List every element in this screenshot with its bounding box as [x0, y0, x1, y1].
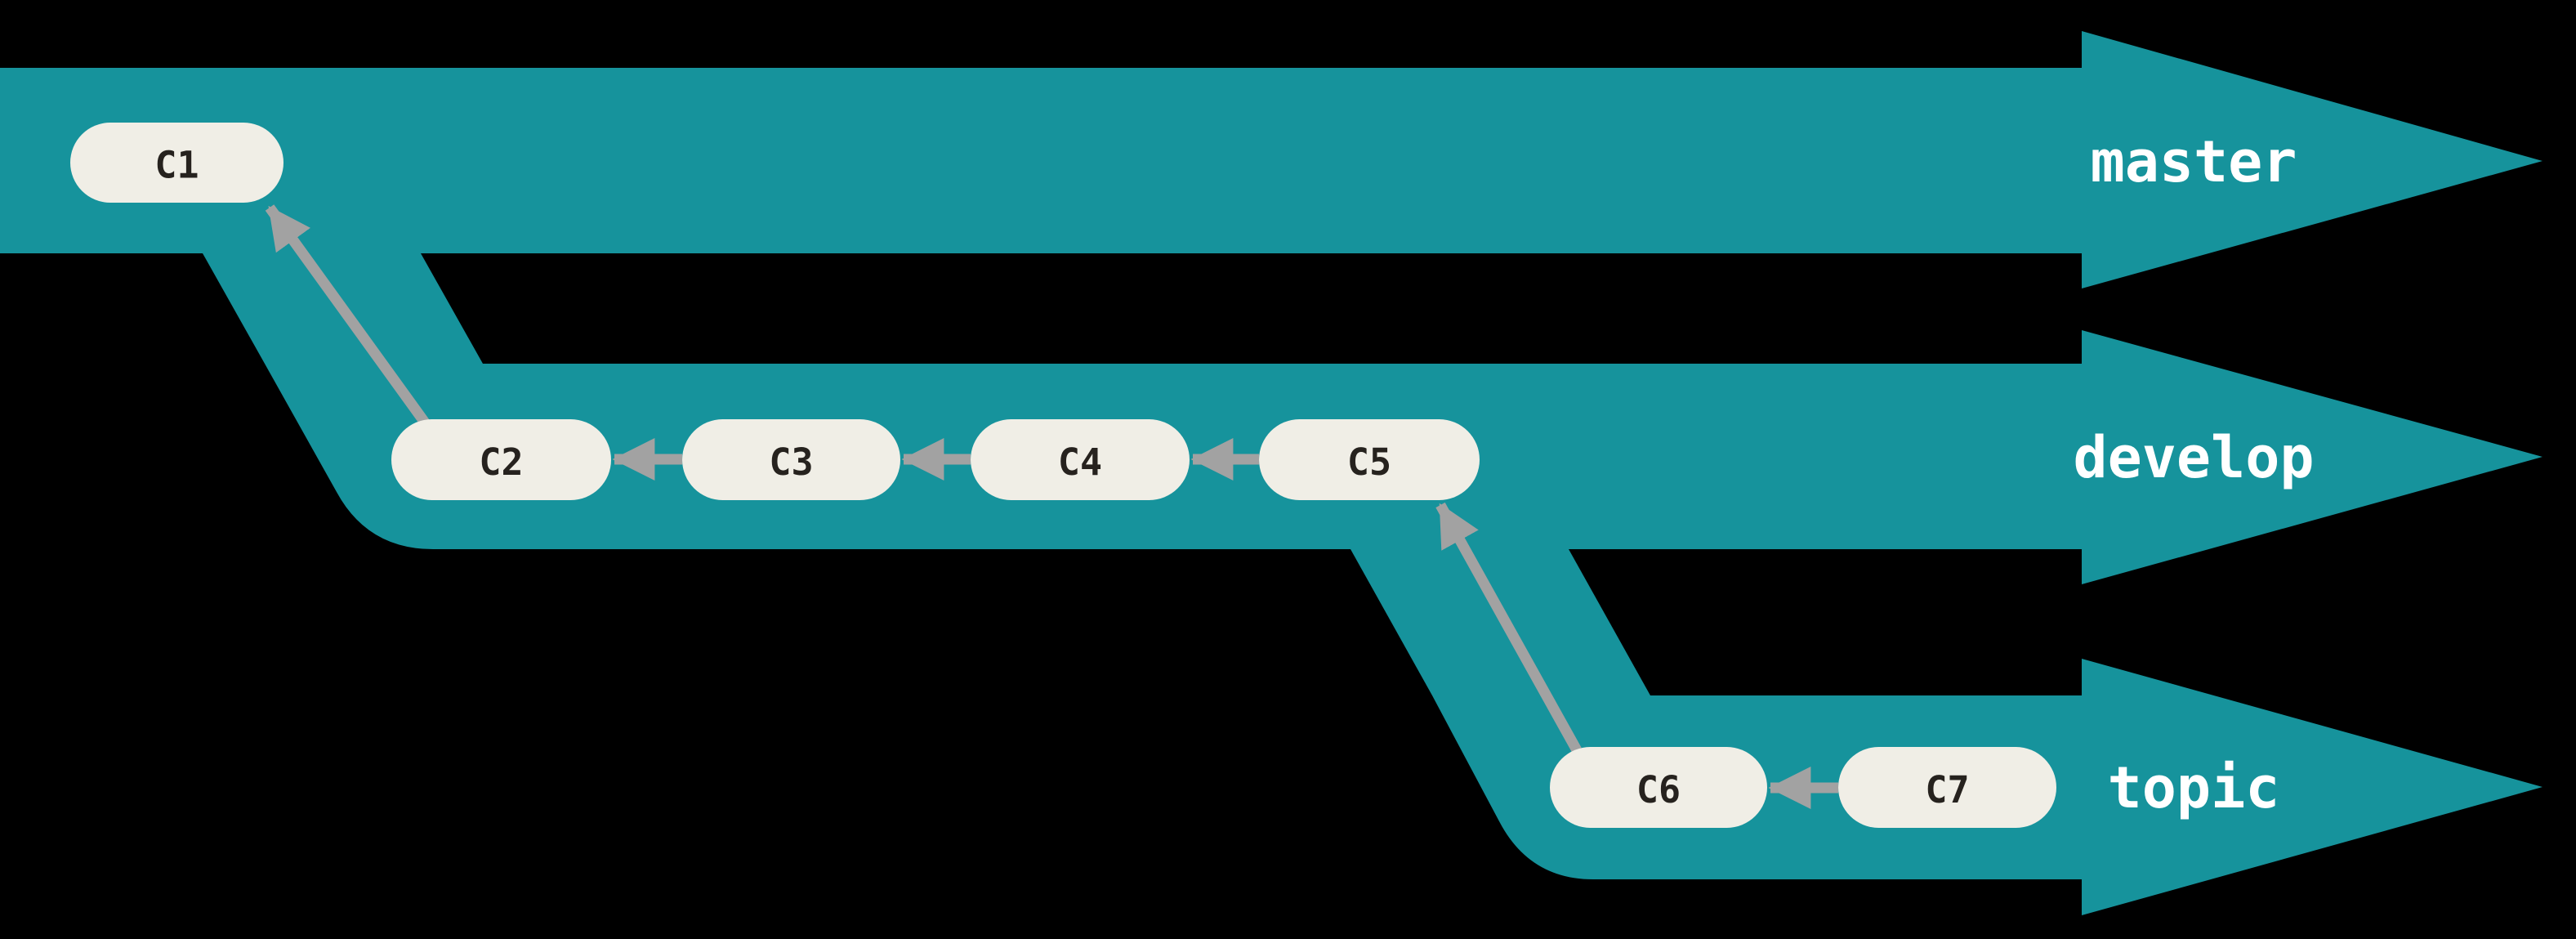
commit-label-C4: C4 — [1058, 440, 1102, 484]
branch-arrowhead-topic — [2082, 659, 2543, 915]
commit-node-C1 — [70, 123, 283, 203]
commit-label-C6: C6 — [1636, 768, 1681, 812]
branch-arrowhead-master — [2082, 31, 2543, 288]
branch-arrowhead-develop — [2082, 330, 2543, 584]
parent-arrow-C2-C1 — [265, 204, 430, 426]
commit-node-C2 — [391, 419, 611, 500]
commit-label-C1: C1 — [154, 144, 199, 187]
commit-label-C7: C7 — [1925, 768, 1969, 812]
branch-label-develop: develop — [2073, 424, 2314, 491]
commit-node-C6 — [1550, 747, 1767, 828]
commit-label-C5: C5 — [1347, 440, 1391, 484]
commit-node-C4 — [971, 419, 1190, 500]
parent-arrow-C6-C5 — [1435, 502, 1582, 753]
branch-band-master — [0, 68, 2082, 253]
commit-label-C3: C3 — [769, 440, 813, 484]
branch-label-topic: topic — [2108, 754, 2280, 821]
commit-label-C2: C2 — [479, 440, 523, 484]
branch-label-master: master — [2091, 128, 2297, 195]
commit-node-C5 — [1259, 419, 1480, 500]
commit-node-C3 — [682, 419, 900, 500]
commit-node-C7 — [1838, 747, 2056, 828]
